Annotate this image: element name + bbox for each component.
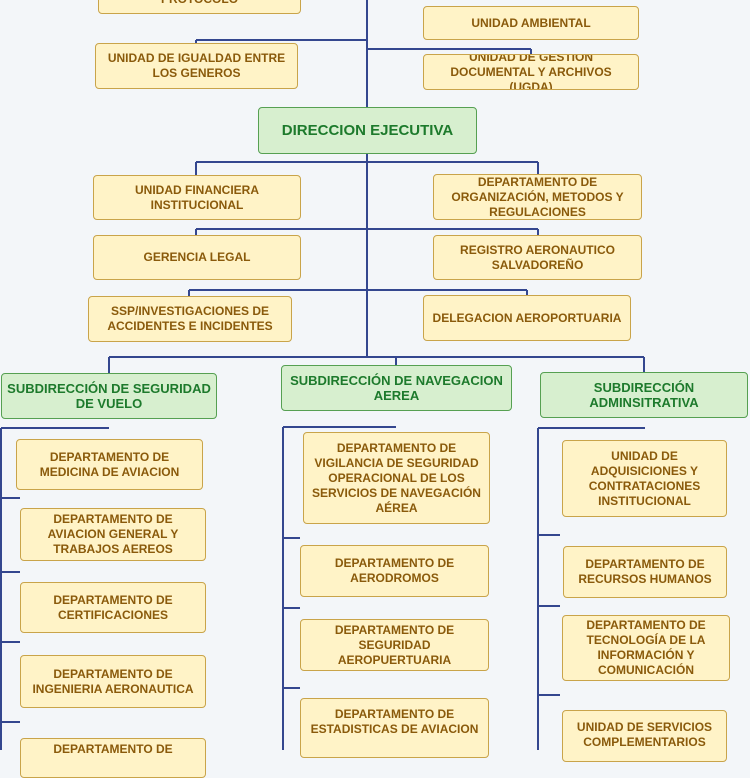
direccion-ejecutiva: DIRECCION EJECUTIVA [258,107,477,154]
unit-ambiental: UNIDAD AMBIENTAL [423,6,639,40]
dept-ingenieria-aeronautica: DEPARTAMENTO DE INGENIERIA AERONAUTICA [20,655,206,708]
dept-vigilancia-navegacion: DEPARTAMENTO DE VIGILANCIA DE SEGURIDAD … [303,432,490,524]
unit-protocolo: PROTOCOLO [98,0,301,14]
unit-financiera: UNIDAD FINANCIERA INSTITUCIONAL [93,175,301,220]
delegacion-aeroportuaria: DELEGACION AEROPORTUARIA [423,295,631,341]
gerencia-legal: GERENCIA LEGAL [93,235,301,280]
dept-medicina-aviacion: DEPARTAMENTO DE MEDICINA DE AVIACION [16,439,203,490]
dept-aviacion-general: DEPARTAMENTO DE AVIACION GENERAL Y TRABA… [20,508,206,561]
unit-ssp-investigaciones: SSP/INVESTIGACIONES DE ACCIDENTES E INCI… [88,296,292,342]
dept-certificaciones: DEPARTAMENTO DE CERTIFICACIONES [20,582,206,633]
dept-recursos-humanos: DEPARTAMENTO DE RECURSOS HUMANOS [563,546,727,598]
registro-aeronautico: REGISTRO AERONAUTICO SALVADOREÑO [433,235,642,280]
unit-servicios-complementarios: UNIDAD DE SERVICIOS COMPLEMENTARIOS [562,710,727,762]
dept-tecnologia-informacion: DEPARTAMENTO DE TECNOLOGÍA DE LA INFORMA… [562,615,730,681]
subdireccion-administrativa: SUBDIRECCIÓN ADMINSITRATIVA [540,372,748,418]
dept-seguridad-aeropuertuaria: DEPARTAMENTO DE SEGURIDAD AEROPUERTUARIA [300,619,489,671]
subdireccion-navegacion-aerea: SUBDIRECCIÓN DE NAVEGACION AEREA [281,365,512,411]
subdireccion-seguridad-vuelo: SUBDIRECCIÓN DE SEGURIDAD DE VUELO [1,373,217,419]
dept-partial: DEPARTAMENTO DE [20,738,206,778]
dept-aerodromos: DEPARTAMENTO DE AERODROMOS [300,545,489,597]
connector-lines [0,0,645,750]
dept-organizacion: DEPARTAMENTO DE ORGANIZACIÓN, METODOS Y … [433,174,642,220]
dept-estadisticas-aviacion: DEPARTAMENTO DE ESTADISTICAS DE AVIACION [300,698,489,758]
unit-igualdad-generos: UNIDAD DE IGUALDAD ENTRE LOS GENEROS [95,43,298,89]
unit-ugda: UNIDAD DE GESTIÓN DOCUMENTAL Y ARCHIVOS … [423,54,639,90]
unit-adquisiciones: UNIDAD DE ADQUISICIONES Y CONTRATACIONES… [562,440,727,517]
